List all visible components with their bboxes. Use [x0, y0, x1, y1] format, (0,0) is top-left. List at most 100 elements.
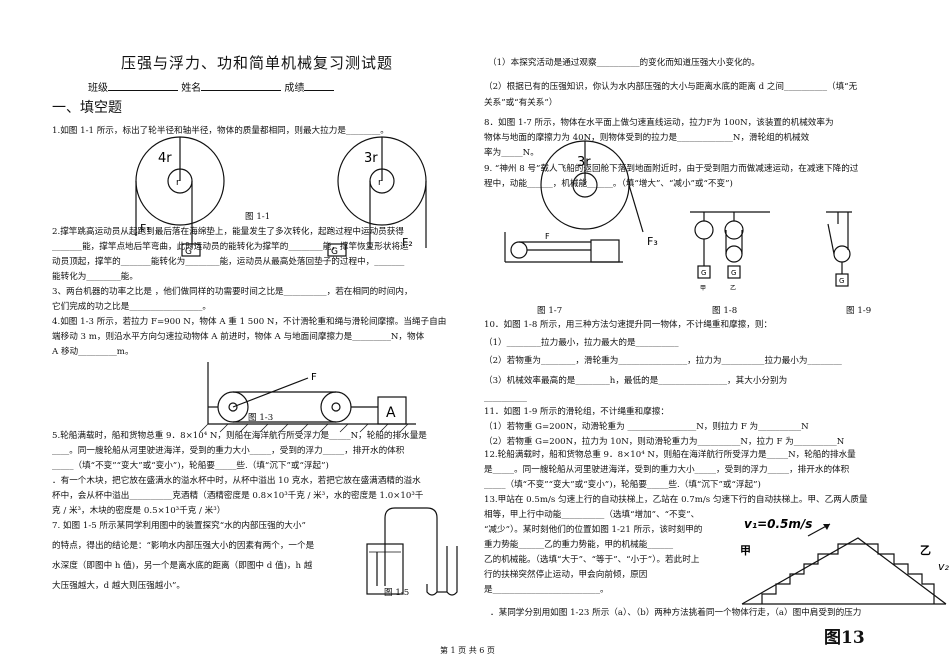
question-2-line-4: 能转化为________能。 — [52, 272, 138, 282]
axle-label: r — [176, 178, 180, 188]
weight — [727, 265, 741, 279]
force-label: F — [545, 232, 550, 241]
wheel-label: 3r — [364, 151, 378, 166]
figure-wheel-3r: 3r F₃ — [540, 140, 658, 248]
student-info-line: 班级 姓名 成绩 — [88, 80, 335, 98]
score-blank[interactable] — [304, 80, 335, 91]
question-12-line-2: 是_____。同一艘轮船从河里驶进海洋，受到的重力大小_____，受到的浮力__… — [484, 465, 850, 475]
weight-label-1: G — [701, 269, 706, 277]
block-a — [377, 396, 407, 425]
question-13-line-1: 13.甲站在 0.5m/s 匀速上行的自动扶梯上，乙站在 0.7m/s 匀速下行… — [484, 495, 868, 505]
question-10-line-3: （2）若物重为________，滑轮重为________________，拉力为… — [484, 356, 842, 366]
force-f3: F₃ — [647, 235, 658, 248]
moving-pulley — [320, 391, 352, 423]
name-blank[interactable] — [201, 80, 282, 91]
right-q2-line-1: （2）根据已有的压强知识，你认为水内部压强的大小与距离水底的距离 d 之间___… — [484, 82, 858, 92]
question-8-line-3: 率为_____N。 — [484, 148, 539, 158]
question-3-line-1: 3、两台机器的功率之比是 ，他们做同样的功需要时间之比是__________，若… — [52, 287, 413, 297]
pulley — [510, 241, 528, 259]
question-5-line-2: ____。同一艘轮船从河里驶进海洋，受到的重力大小_____，受到的浮力____… — [52, 446, 405, 456]
up-arrow-head — [823, 524, 830, 530]
weight-block — [181, 243, 201, 257]
question-13-line-6: 行的扶梯突然停止运动，甲会向前倾，原因 — [484, 570, 648, 580]
question-4-line-2: 端移动 3 m，则沿水平方向匀速拉动物体 A 前进时，物体 A 与地面间摩擦力是… — [52, 332, 425, 342]
label-jia: 甲 — [700, 285, 706, 292]
score-label: 成绩 — [284, 83, 305, 94]
u-tube — [446, 546, 458, 596]
figure-1-5-caption: 图 1-5 — [384, 588, 410, 598]
weight-label-2: G — [731, 269, 736, 277]
person-yi: 乙 — [920, 544, 931, 557]
page-title: 压强与浮力、功和简单机械复习测试题 — [121, 54, 394, 72]
question-14-line-1: ．某同学分别用如图 1-23 所示（a）、（b）两种方法挑着同一个物体行走，（a… — [490, 608, 862, 618]
weight — [835, 273, 849, 287]
weight-block — [327, 243, 347, 257]
figure-1-3-caption: 图 1-3 — [248, 413, 274, 423]
force-f-label: F — [311, 372, 317, 383]
figure-13-escalators: v₁=0.5m/s 甲 乙 v₂ — [740, 517, 950, 605]
figure-1-5 — [366, 507, 458, 596]
question-7-line-3: 水深度（即图中 h 值)，另一个是离水底的距离（即图中 d 值)，h 越 — [52, 561, 313, 571]
question-10-line-4: （3）机械效率最高的是________h，最低的是_______________… — [484, 376, 788, 386]
figure-1-1-caption: 图 1-1 — [245, 212, 271, 222]
question-8-line-1: 8．如图 1-7 所示，物体在水平面上做匀速直线运动，拉力F为 100N，该装置… — [484, 118, 834, 128]
weight-label: G — [839, 277, 844, 285]
section-heading: 一、填空题 — [52, 100, 122, 116]
figure-1-9-caption: 图 1-9 — [846, 306, 872, 316]
weight-label: G — [331, 247, 338, 257]
figure-1-7: F — [504, 232, 623, 263]
escalator-outline — [741, 537, 947, 605]
figure-13-caption: 图13 — [824, 628, 865, 648]
axle-label: r — [378, 178, 382, 188]
force-f2: F₂ — [402, 236, 413, 249]
figure-1-9: G — [826, 211, 852, 287]
question-13-line-4: 重力势能______乙的重力势能，甲的机械能______ — [484, 540, 674, 550]
question-4-line-3: A 移动_________m。 — [52, 347, 134, 357]
figure-1-1: 4r r G F₁ 3r r G F₂ — [135, 136, 427, 257]
movable-pulley — [833, 245, 851, 263]
weight — [697, 265, 711, 279]
weight-label: G — [185, 247, 192, 257]
question-10-line-1: 10．如图 1-8 所示，用三种方法匀速提升同一物体，不计绳重和摩擦，则： — [484, 320, 773, 330]
question-5-line-1: 5.轮船满载时，船和货物总重 9．8×10⁴ N，则船在海洋航行所受浮力是___… — [52, 431, 427, 441]
question-13-line-5: 乙的机械能。（选填“大于”、“等于”、“小于”）。若此时上 — [484, 555, 700, 565]
question-2-line-2: _______能，撑竿点地后竿弯曲，此时运动员的能转化为撑竿的________能… — [52, 242, 409, 252]
pull-rope — [232, 377, 309, 408]
question-10-line-5: __________ — [484, 393, 527, 403]
name-label: 姓名 — [181, 83, 202, 94]
question-11-line-2: （1）若物重 G=200N，动滑轮重为 ________________N，则拉… — [484, 422, 809, 432]
question-7-line-4: 大压强越大，d 越大则压强越小”。 — [52, 581, 185, 591]
question-5-line-3: _____（填“不变”“变大”或“变小”)，轮船要_____些.（填“沉下”或“… — [52, 461, 329, 471]
tube — [384, 507, 438, 586]
block — [590, 239, 620, 263]
figure-1-7-caption: 图 1-7 — [537, 306, 563, 316]
question-2-line-3: 动员顶起，撑竿的_______能转化为________能，运动员从最高处落回垫子… — [52, 257, 405, 267]
figure-1-3: A F — [199, 362, 416, 433]
speed-v2: v₂ — [938, 560, 950, 573]
escalator-steps — [761, 543, 935, 604]
page-footer: 第 1 页 共 6 页 — [440, 646, 495, 655]
block-a-label: A — [386, 405, 396, 421]
label-yi: 乙 — [730, 285, 736, 292]
pulley-hub — [331, 402, 341, 412]
pulley-hub — [228, 402, 238, 412]
question-9-line-2: 程中，动能______，机械能______。（填“增大”、“减小”或“不变”) — [484, 179, 733, 189]
question-6-line-2: 杯中，会从杯中溢出__________克酒精（酒精密度是 0.8×10³千克 /… — [52, 491, 424, 501]
pull-rope — [827, 223, 835, 255]
force-f1: F₁ — [140, 222, 151, 235]
question-12-line-1: 12.轮船满载时，船和货物总重 9．8×10⁴ N，则船在海洋航行所受浮力是__… — [484, 450, 856, 460]
question-6-line-1: ．有一个木块，把它放在盛满水的溢水杯中时，从杯中溢出 10 克水，若把它放在盛满… — [52, 476, 421, 486]
figure-1-8: G G 甲 乙 — [690, 211, 770, 292]
question-6-line-3: 克 / 米³，木块的密度是 0.5×10³千克 / 米³） — [52, 506, 226, 516]
pulley-c — [725, 245, 743, 263]
speed-v1: v₁=0.5m/s — [744, 517, 812, 531]
question-4-line-1: 4.如图 1-3 所示，若拉力 F=900 N，物体 A 重 1 500 N，不… — [52, 317, 447, 327]
question-11-line-1: 11．如图 1-9 所示的滑轮组，不计绳重和摩擦： — [484, 407, 669, 417]
right-q1: （1）本探究活动是通过观察__________的变化而知道压强大小变化的。 — [488, 58, 760, 68]
force-f3-line — [628, 184, 644, 233]
right-q2-line-2: 关系”或“有关系”） — [484, 98, 558, 108]
person-jia: 甲 — [740, 544, 751, 557]
question-13-line-7: 是_________________________。 — [484, 585, 609, 595]
class-blank[interactable] — [108, 80, 178, 91]
question-11-line-3: （2）若物重 G=200N，拉力为 10N，则动滑轮重力为__________N… — [484, 437, 845, 447]
